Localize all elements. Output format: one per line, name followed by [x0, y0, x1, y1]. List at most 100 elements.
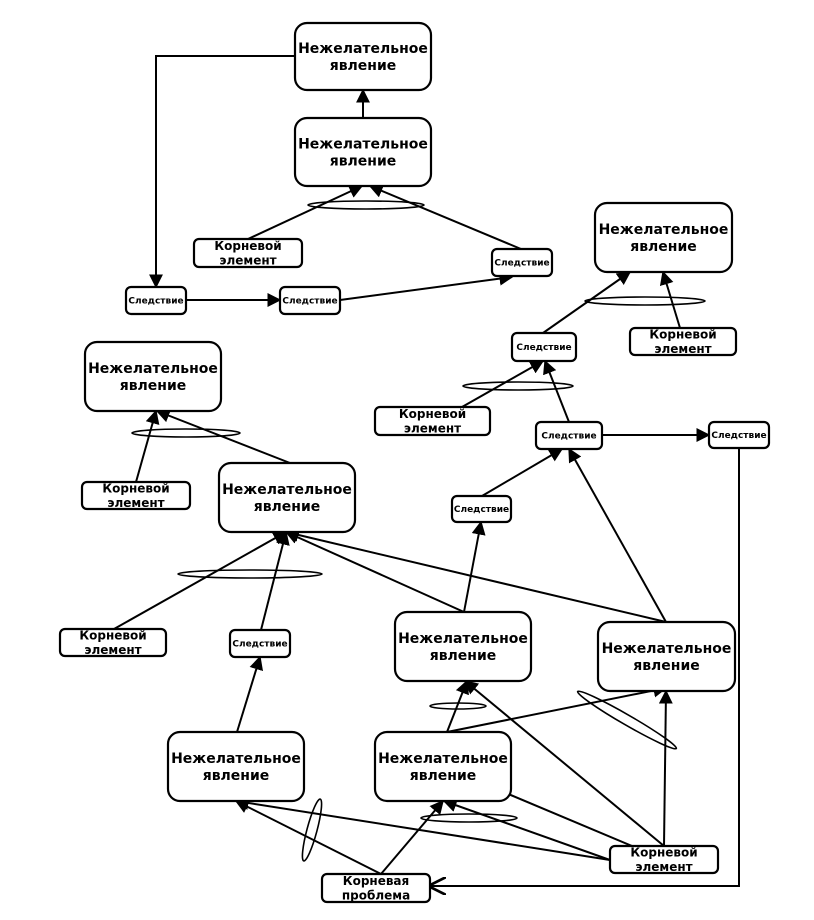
- consequence-node[interactable]: Следствие: [278, 285, 342, 316]
- node-label-line: Корневая: [343, 874, 409, 888]
- and-connector-a7: [576, 690, 678, 750]
- node-label-line: явление: [633, 658, 700, 674]
- edge-ue8-to-c5: [236, 655, 263, 733]
- node-box: [707, 420, 771, 450]
- edge-rp-to-ue6: [234, 796, 611, 861]
- consequence-node[interactable]: Следствие: [450, 494, 513, 524]
- node-label-line: Следствие: [711, 431, 766, 441]
- nodes-layer: НежелательноеявлениеНежелательноеявление…: [58, 21, 771, 904]
- consequence-node[interactable]: Следствие: [534, 420, 604, 451]
- edge-c5-to-c6: [135, 409, 160, 483]
- edge-ue8-to-ue5: [481, 448, 564, 497]
- and-connector-a5: [177, 569, 323, 579]
- edge-re6-to-ue7: [446, 683, 668, 733]
- node-label-line: Корневой: [214, 239, 281, 253]
- node-label-line: явление: [120, 378, 187, 394]
- node-label-line: Нежелательное: [171, 751, 301, 767]
- edge-c2-to-c3: [339, 271, 514, 301]
- node-label-line: Корневой: [79, 629, 146, 643]
- node-label-line: Следствие: [232, 640, 287, 650]
- node-label-line: Нежелательное: [298, 137, 428, 153]
- edge-re6-to-ue6: [380, 799, 444, 875]
- and-connector-a1: [307, 200, 425, 210]
- node-label-line: Следствие: [541, 432, 596, 442]
- node-label-line: Корневой: [649, 328, 716, 342]
- edge-re2-to-ue3: [461, 360, 545, 408]
- node-box: [373, 405, 492, 437]
- node-label-line: Корневой: [399, 407, 466, 421]
- node-box: [278, 285, 342, 316]
- node-label-line: Следствие: [516, 343, 571, 353]
- and-connector-a6: [429, 702, 487, 710]
- and-connector-a9: [420, 813, 518, 823]
- consequence-node[interactable]: Следствие: [490, 247, 554, 278]
- node-label-line: явление: [254, 499, 321, 515]
- edge-re6-to-ue8: [234, 800, 382, 875]
- node-label-line: Нежелательное: [599, 222, 729, 238]
- consequence-node[interactable]: Следствие: [124, 285, 188, 316]
- node-label-line: элемент: [654, 342, 711, 356]
- node-label-line: Следствие: [454, 505, 509, 515]
- node-label-line: Корневой: [102, 482, 169, 496]
- node-label-line: явление: [430, 648, 497, 664]
- and-connector-a3: [462, 381, 574, 391]
- node-box: [320, 872, 432, 904]
- consequence-node[interactable]: Следствие: [707, 420, 771, 450]
- node-box: [608, 844, 720, 875]
- edge-rp-to-ue9: [442, 798, 611, 861]
- edge-ue7-to-c8: [568, 447, 667, 623]
- consequence-node[interactable]: Следствие: [228, 628, 292, 659]
- edge-ue9-to-ue8: [658, 689, 673, 847]
- node-label-line: явление: [330, 153, 397, 169]
- node-label-line: элемент: [404, 421, 461, 435]
- edge-ue7-to-ue5: [284, 528, 667, 623]
- consequence-node[interactable]: Следствие: [510, 331, 578, 363]
- edge-ue1-to-c1: [149, 55, 295, 289]
- and-connector-a2: [584, 296, 706, 306]
- edge-c4-to-ue3: [659, 270, 681, 329]
- node-label-line: явление: [330, 58, 397, 74]
- node-box: [596, 620, 737, 693]
- node-label-line: Нежелательное: [398, 631, 528, 647]
- and-connector-a8: [301, 798, 323, 862]
- node-box: [293, 21, 433, 92]
- node-label-line: Следствие: [282, 297, 337, 307]
- node-box: [393, 610, 533, 683]
- node-box: [628, 326, 738, 357]
- edge-c8-to-c5: [463, 520, 486, 613]
- edge-re4-to-ue4: [155, 409, 291, 464]
- node-box: [593, 201, 734, 274]
- node-label-line: элемент: [219, 253, 276, 267]
- node-label-line: Нежелательное: [378, 751, 508, 767]
- node-label-line: Нежелательное: [88, 361, 218, 377]
- edge-c6-to-rp: [430, 448, 740, 886]
- edge-c7-to-ue5: [284, 530, 465, 613]
- node-label-line: явление: [630, 239, 697, 255]
- node-box: [80, 480, 192, 511]
- node-box: [373, 730, 513, 803]
- node-label-line: Нежелательное: [222, 482, 352, 498]
- node-label-line: Нежелательное: [602, 641, 732, 657]
- node-label-line: элемент: [635, 860, 692, 874]
- node-box: [192, 237, 304, 269]
- edge-ue6-to-c7: [446, 679, 469, 733]
- node-label-line: Нежелательное: [298, 41, 428, 57]
- node-label-line: Следствие: [494, 259, 549, 269]
